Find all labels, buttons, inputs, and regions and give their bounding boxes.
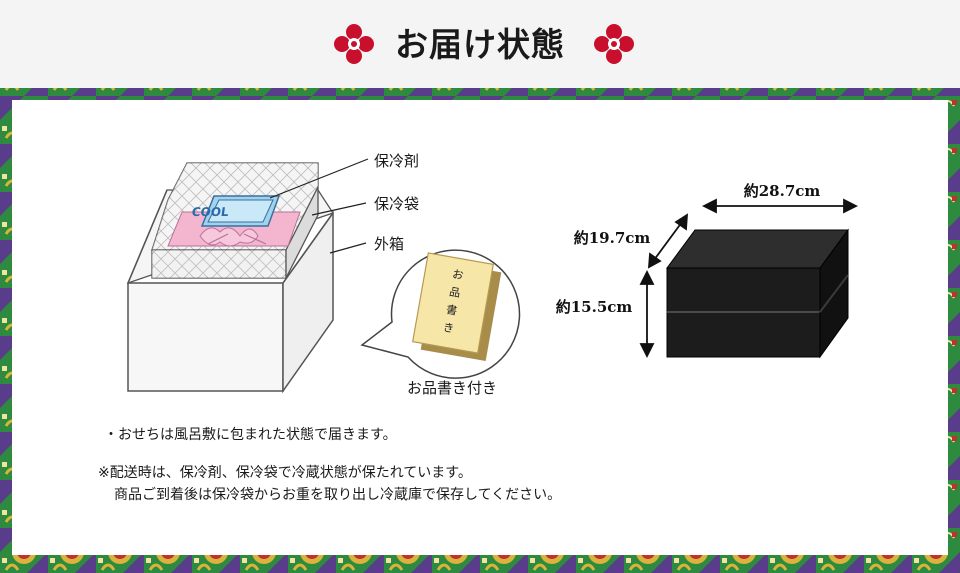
height-label: 約15.5cm <box>556 298 633 316</box>
menu-char-4: き <box>442 321 455 336</box>
crest-icon-left <box>334 24 374 64</box>
menu-card-caption: お品書き付き <box>407 379 497 397</box>
width-arrow <box>701 198 859 214</box>
menu-card-bubble: お 品 書 き <box>360 249 521 379</box>
ice-pack: COOL <box>191 195 281 227</box>
leader-line-cooler-bag <box>311 202 367 216</box>
menu-card-vertical-text: お 品 書 き <box>442 268 464 336</box>
menu-char-2: 品 <box>448 285 461 300</box>
note-line-3: 商品ご到着後は保冷袋からお重を取り出し冷蔵庫で保存してください。 <box>114 487 562 503</box>
label-outer-box: 外箱 <box>374 235 404 253</box>
depth-label: 約19.7cm <box>574 229 651 247</box>
cool-pack-label: COOL <box>191 205 230 219</box>
jubako-box <box>666 228 849 359</box>
page-title: お届け状態 <box>395 25 565 64</box>
leader-line-ice-pack <box>269 158 369 199</box>
depth-arrow <box>647 213 689 269</box>
note-line-1: ・おせちは風呂敷に包まれた状態で届きます。 <box>104 427 397 443</box>
menu-char-1: お <box>451 268 464 283</box>
height-arrow <box>639 269 655 359</box>
menu-char-3: 書 <box>445 302 458 318</box>
header-band: お届け状態 <box>0 0 960 88</box>
label-cooler-bag: 保冷袋 <box>374 195 419 213</box>
leader-line-outer-box <box>329 242 367 254</box>
note-line-2: ※配送時は、保冷剤、保冷袋で冷蔵状態が保たれています。 <box>98 465 472 481</box>
width-label: 約28.7cm <box>744 182 821 200</box>
crest-icon-right <box>594 24 634 64</box>
label-ice-pack: 保冷剤 <box>374 152 419 170</box>
